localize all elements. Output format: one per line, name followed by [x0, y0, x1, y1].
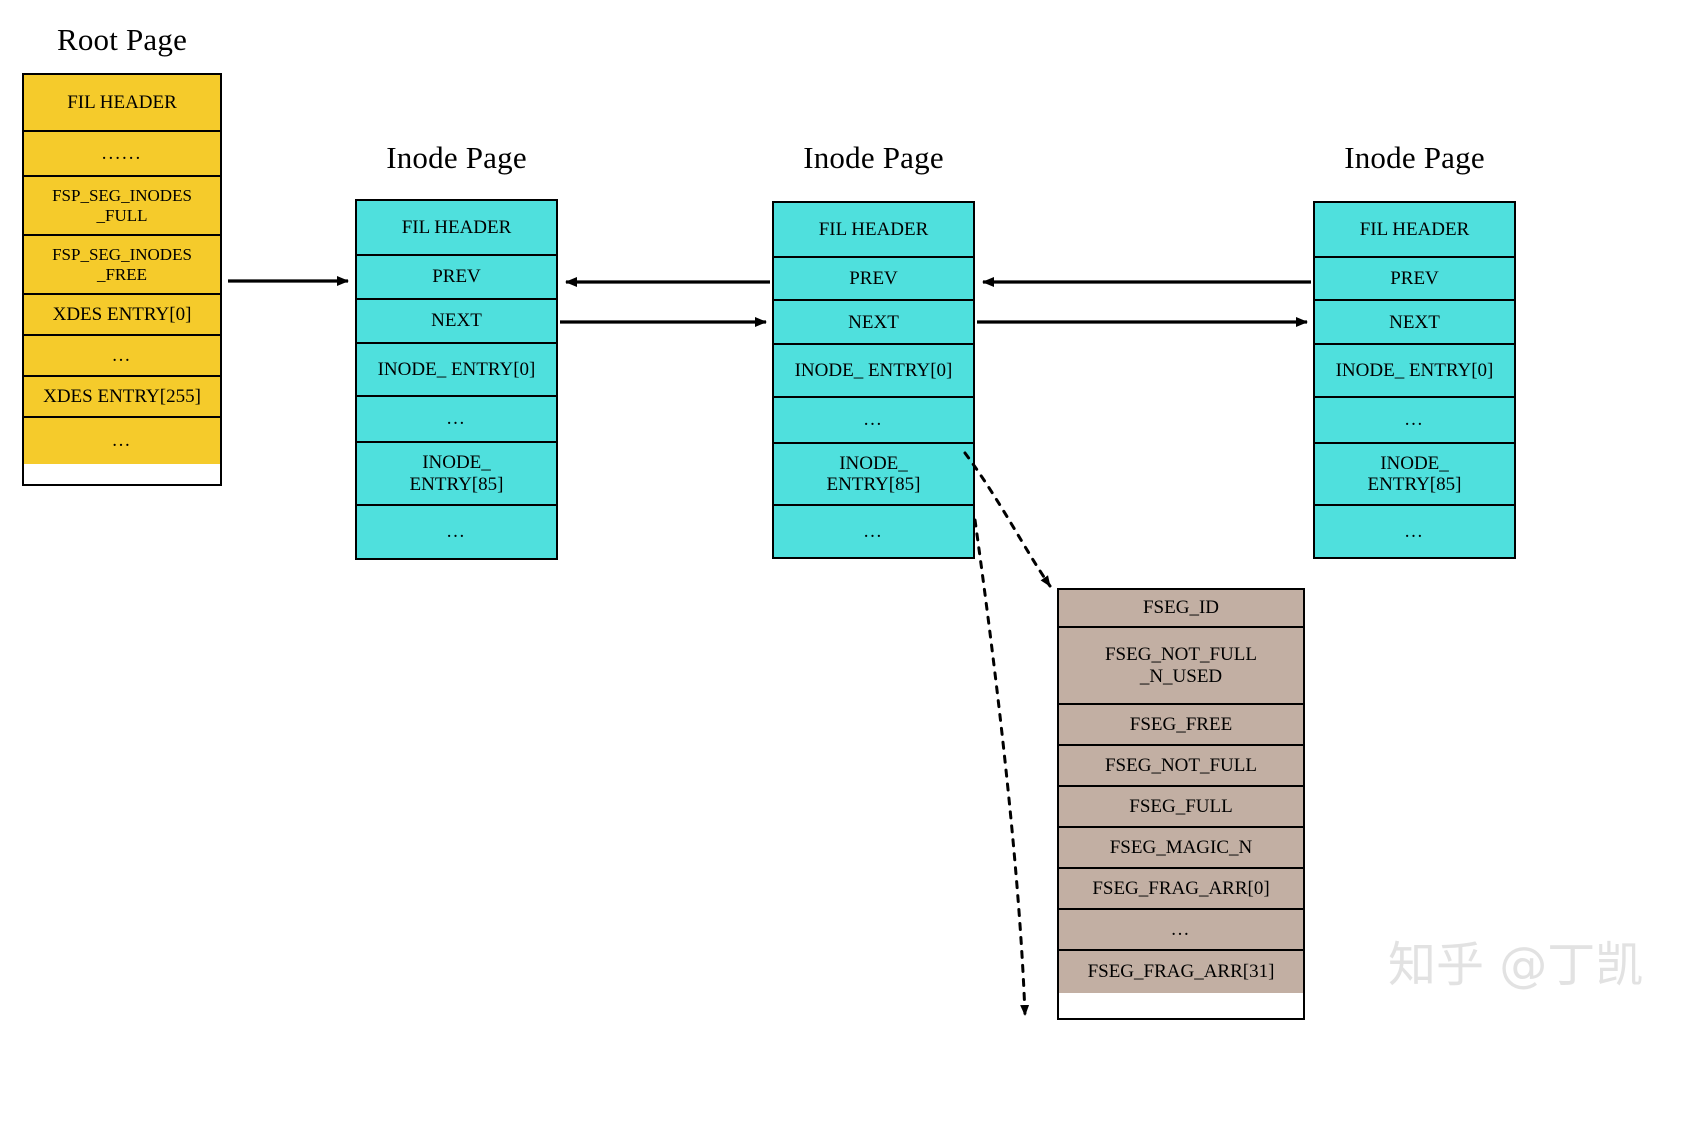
- inode-page-3-title: Inode Page: [1344, 140, 1485, 175]
- inode1-row-next: NEXT: [357, 300, 556, 344]
- fseg-row-full: FSEG_FULL: [1059, 787, 1303, 828]
- inode1-row-fil-header: FIL HEADER: [357, 201, 556, 256]
- callout-inode-entry-to-fseg-top: [963, 451, 1052, 588]
- fseg-row-magic-n: FSEG_MAGIC_N: [1059, 828, 1303, 869]
- inode-page-2-box: FIL HEADER PREV NEXT INODE_ ENTRY[0] … I…: [772, 201, 975, 559]
- inode3-row-prev: PREV: [1315, 257, 1514, 302]
- inode3-row-ellipsis-2: …: [1315, 506, 1514, 557]
- inode3-row-inode-entry-0: INODE_ ENTRY[0]: [1315, 345, 1514, 398]
- root-row-ellipsis-2: …: [24, 336, 220, 377]
- fseg-row-free: FSEG_FREE: [1059, 705, 1303, 746]
- root-page-title: Root Page: [56, 22, 188, 57]
- callout-inode-entry-to-fseg-bottom: [973, 518, 1030, 1017]
- root-row-fsp-seg-inodes-free: FSP_SEG_INODES _FREE: [24, 236, 220, 295]
- fseg-row-frag-arr-31: FSEG_FRAG_ARR[31]: [1059, 951, 1303, 993]
- root-row-fil-header: FIL HEADER: [24, 75, 220, 132]
- inode1-row-inode-entry-0: INODE_ ENTRY[0]: [357, 344, 556, 397]
- inode2-row-next: NEXT: [774, 301, 973, 346]
- fseg-row-not-full-n-used: FSEG_NOT_FULL _N_USED: [1059, 628, 1303, 705]
- inode2-row-fil-header: FIL HEADER: [774, 203, 973, 258]
- inode-page-2-title: Inode Page: [803, 140, 944, 175]
- inode1-row-ellipsis-2: …: [357, 506, 556, 558]
- fseg-row-not-full: FSEG_NOT_FULL: [1059, 746, 1303, 787]
- root-page-box: FIL HEADER ...... FSP_SEG_INODES _FULL F…: [22, 73, 222, 486]
- inode-page-3-box: FIL HEADER PREV NEXT INODE_ ENTRY[0] … I…: [1313, 201, 1516, 559]
- inode2-row-prev: PREV: [774, 257, 973, 302]
- root-row-ellipsis-3: …: [24, 418, 220, 464]
- inode3-row-next: NEXT: [1315, 301, 1514, 346]
- inode-page-1-title: Inode Page: [386, 140, 527, 175]
- fseg-inode-entry-box: FSEG_ID FSEG_NOT_FULL _N_USED FSEG_FREE …: [1057, 588, 1305, 1020]
- inode3-row-ellipsis-1: …: [1315, 397, 1514, 444]
- inode1-row-prev: PREV: [357, 256, 556, 300]
- fseg-row-frag-arr-0: FSEG_FRAG_ARR[0]: [1059, 869, 1303, 910]
- inode1-row-ellipsis-1: …: [357, 397, 556, 443]
- root-row-xdes-entry-0: XDES ENTRY[0]: [24, 295, 220, 336]
- root-row-ellipsis-1: ......: [24, 132, 220, 177]
- fseg-row-ellipsis: …: [1059, 910, 1303, 951]
- watermark-zhihu: 知乎 @丁凯: [1388, 937, 1644, 993]
- inode2-row-inode-entry-85: INODE_ ENTRY[85]: [774, 443, 973, 507]
- root-row-fsp-seg-inodes-full: FSP_SEG_INODES _FULL: [24, 177, 220, 236]
- inode-page-1-box: FIL HEADER PREV NEXT INODE_ ENTRY[0] … I…: [355, 199, 558, 560]
- fseg-row-id: FSEG_ID: [1059, 590, 1303, 628]
- inode3-row-fil-header: FIL HEADER: [1315, 203, 1514, 258]
- inode1-row-inode-entry-85: INODE_ ENTRY[85]: [357, 443, 556, 506]
- inode2-row-inode-entry-0: INODE_ ENTRY[0]: [774, 345, 973, 398]
- root-row-xdes-entry-255: XDES ENTRY[255]: [24, 377, 220, 418]
- inode2-row-ellipsis-2: …: [774, 506, 973, 557]
- inode3-row-inode-entry-85: INODE_ ENTRY[85]: [1315, 443, 1514, 507]
- inode2-row-ellipsis-1: …: [774, 397, 973, 444]
